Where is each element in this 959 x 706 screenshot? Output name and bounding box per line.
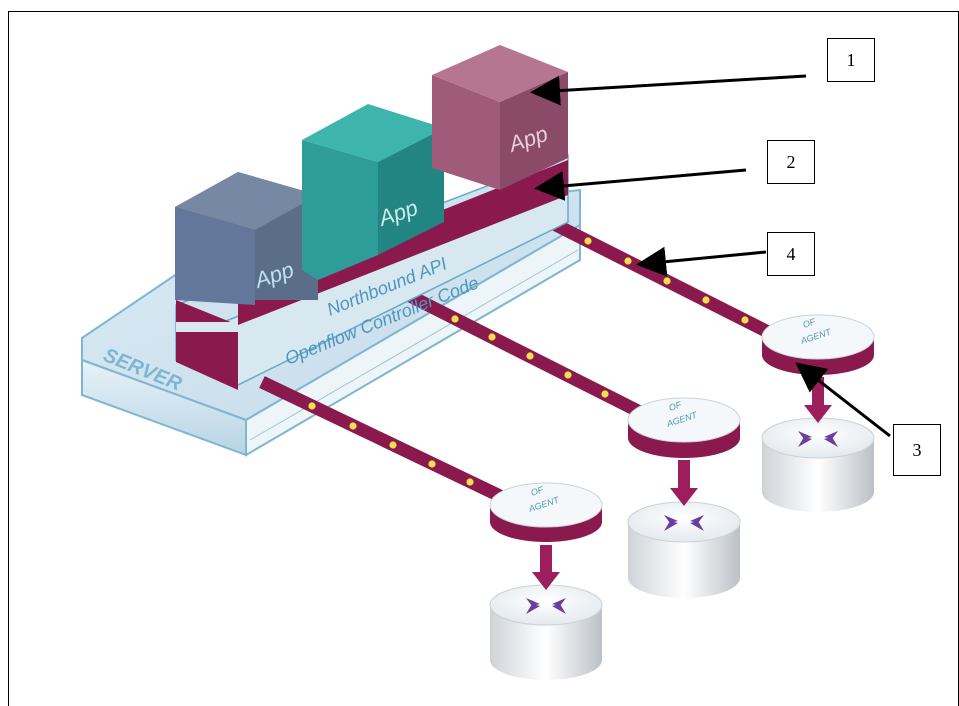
app-cube-3: App	[432, 45, 568, 190]
link-dots	[308, 237, 749, 486]
callout-arrow-3	[795, 362, 891, 438]
of-agent-2: OF AGENT	[627, 397, 741, 458]
callout-3: 3	[893, 424, 941, 476]
router-arrows-icon-3	[798, 431, 838, 447]
callout-1: 1	[827, 38, 875, 82]
of-agent-3: OF AGENT	[761, 314, 875, 375]
agent-label-2-line1: OF	[668, 399, 683, 413]
router-3	[761, 417, 875, 512]
callout-arrow-2	[534, 168, 747, 201]
agent-label-1-line1: OF	[530, 484, 545, 498]
callout-arrow-4	[636, 246, 767, 277]
router-arrows-icon-2	[664, 515, 704, 531]
callout-arrow-1	[530, 74, 807, 106]
agent-to-router-arrows	[532, 377, 832, 590]
router-arrows-icon-1	[526, 598, 566, 614]
callout-4: 4	[767, 232, 815, 276]
app-cube-1: App	[175, 172, 318, 305]
link-to-agent-1	[259, 376, 503, 502]
app-cube-2: App	[302, 104, 444, 280]
callout-2: 2	[767, 140, 815, 184]
openflow-links	[259, 216, 783, 502]
of-agent-1: OF AGENT	[489, 482, 603, 542]
agent-label-3-line1: OF	[802, 316, 817, 330]
router-2	[627, 501, 741, 598]
router-1	[489, 584, 603, 680]
callout-arrows	[530, 74, 891, 438]
